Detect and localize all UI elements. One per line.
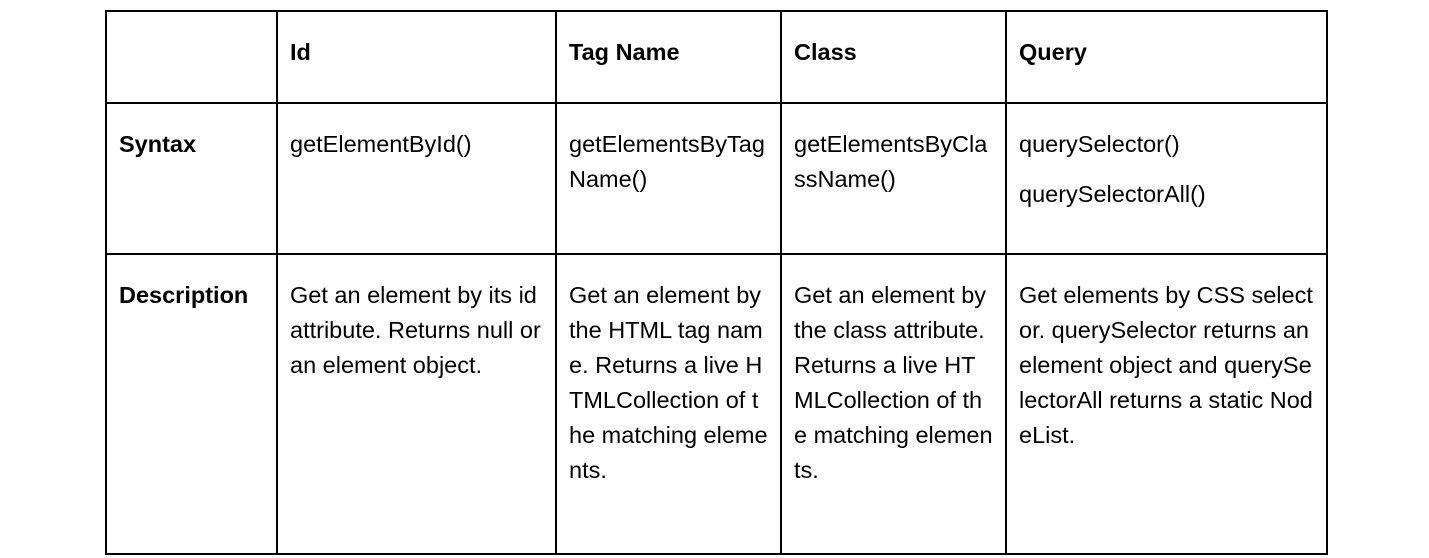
syntax-method: getElementsByTagName()	[569, 131, 765, 192]
syntax-row: Syntax getElementById() getElementsByTag…	[105, 102, 1328, 255]
header-cell-tag-name: Tag Name	[555, 10, 782, 104]
header-row: Id Tag Name Class Query	[105, 10, 1328, 104]
description-cell-class: Get an element by the class attribute. R…	[780, 253, 1007, 555]
syntax-method: getElementsByClassName()	[794, 131, 988, 192]
syntax-cell-id: getElementById()	[276, 102, 557, 255]
description-row: Description Get an element by its id att…	[105, 253, 1328, 555]
header-cell-query: Query	[1005, 10, 1328, 104]
row-label-description: Description	[105, 253, 278, 555]
header-cell-id: Id	[276, 10, 557, 104]
syntax-method: querySelectorAll()	[1019, 181, 1206, 207]
description-cell-id: Get an element by its id attribute. Retu…	[276, 253, 557, 555]
syntax-cell-query: querySelector() querySelectorAll()	[1005, 102, 1328, 255]
description-cell-tag-name: Get an element by the HTML tag name. Ret…	[555, 253, 782, 555]
syntax-cell-tag-name: getElementsByTagName()	[555, 102, 782, 255]
header-cell-empty	[105, 10, 278, 104]
syntax-method: querySelector()	[1019, 131, 1180, 157]
row-label-syntax: Syntax	[105, 102, 278, 255]
syntax-cell-class: getElementsByClassName()	[780, 102, 1007, 255]
syntax-method: getElementById()	[290, 131, 472, 157]
comparison-table: Id Tag Name Class Query Syntax getElemen…	[105, 10, 1328, 555]
description-cell-query: Get elements by CSS selector. querySelec…	[1005, 253, 1328, 555]
header-cell-class: Class	[780, 10, 1007, 104]
